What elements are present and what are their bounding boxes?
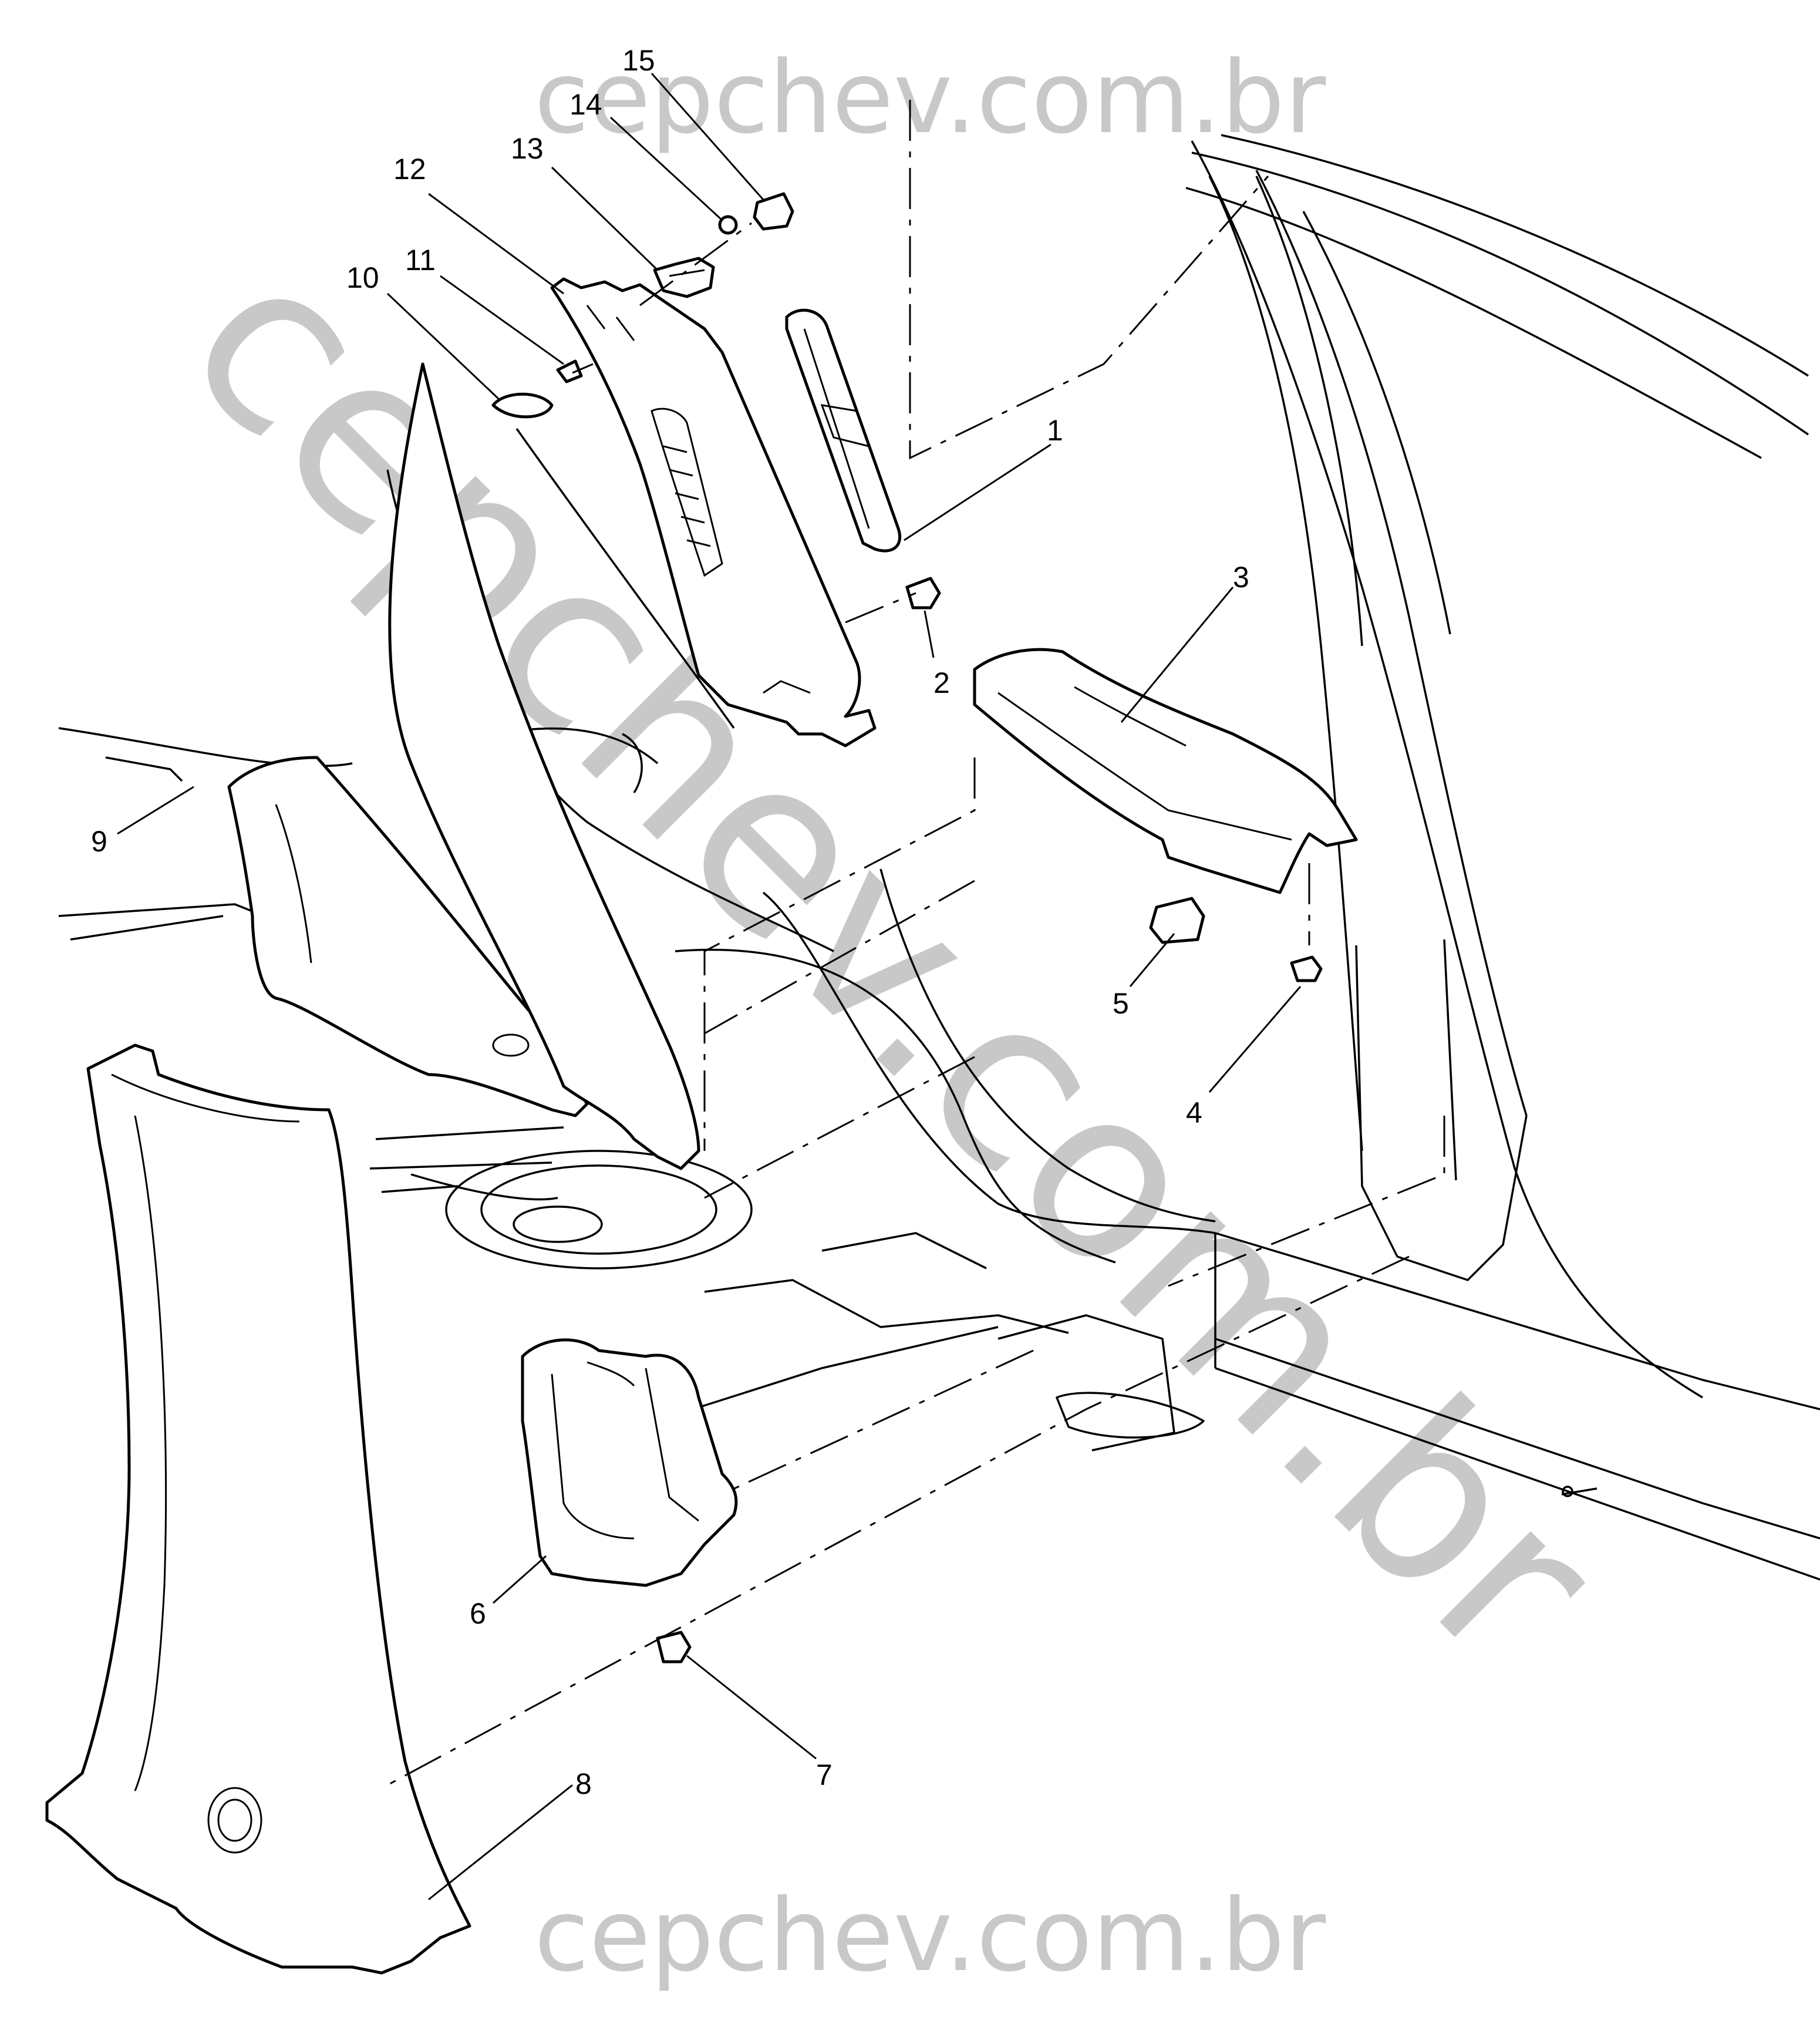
part-5-retainer <box>1149 897 1205 944</box>
callout-13: 13 <box>511 132 544 165</box>
callout-3: 3 <box>1233 561 1249 594</box>
assembly-lines <box>387 100 1445 1786</box>
callout-4: 4 <box>1186 1096 1202 1129</box>
part-3-sill-plate <box>973 648 1358 894</box>
watermark-top: cepchev.com.br <box>534 40 1326 156</box>
callout-6: 6 <box>470 1597 486 1630</box>
callout-8: 8 <box>575 1767 592 1800</box>
part-4-clip <box>1290 955 1323 982</box>
callout-labels: 1 2 3 4 5 6 7 8 9 10 11 12 13 14 15 <box>91 44 1249 1800</box>
part-6-lower-bracket <box>521 1338 738 1587</box>
callout-11: 11 <box>405 244 436 277</box>
part-14-fastener <box>718 215 738 235</box>
callout-9: 9 <box>91 825 107 858</box>
part-11-screw <box>556 359 594 383</box>
watermark-bottom: cepchev.com.br <box>534 1878 1326 1994</box>
leader-lines <box>117 73 1302 1901</box>
part-12-upper-trim-panel <box>550 277 877 747</box>
callout-14: 14 <box>569 88 602 121</box>
part-8-lower-pillar-trim <box>45 1043 471 1975</box>
part-9-quarter-trim <box>227 756 589 1117</box>
callout-2: 2 <box>933 666 950 699</box>
callout-15: 15 <box>622 44 655 77</box>
part-2-clip <box>905 577 941 609</box>
part-7-clip <box>656 1631 692 1663</box>
callout-5: 5 <box>1113 987 1129 1020</box>
part-10-grommet <box>491 392 554 419</box>
callout-7: 7 <box>816 1759 833 1791</box>
callout-1: 1 <box>1047 414 1063 447</box>
part-15-clip <box>753 192 794 231</box>
part-13-belt-guide <box>653 257 715 298</box>
callout-10: 10 <box>346 261 379 294</box>
rear-quarter-panel <box>388 362 700 1170</box>
callout-12: 12 <box>393 153 426 186</box>
part-1-trim-strip <box>785 308 902 553</box>
